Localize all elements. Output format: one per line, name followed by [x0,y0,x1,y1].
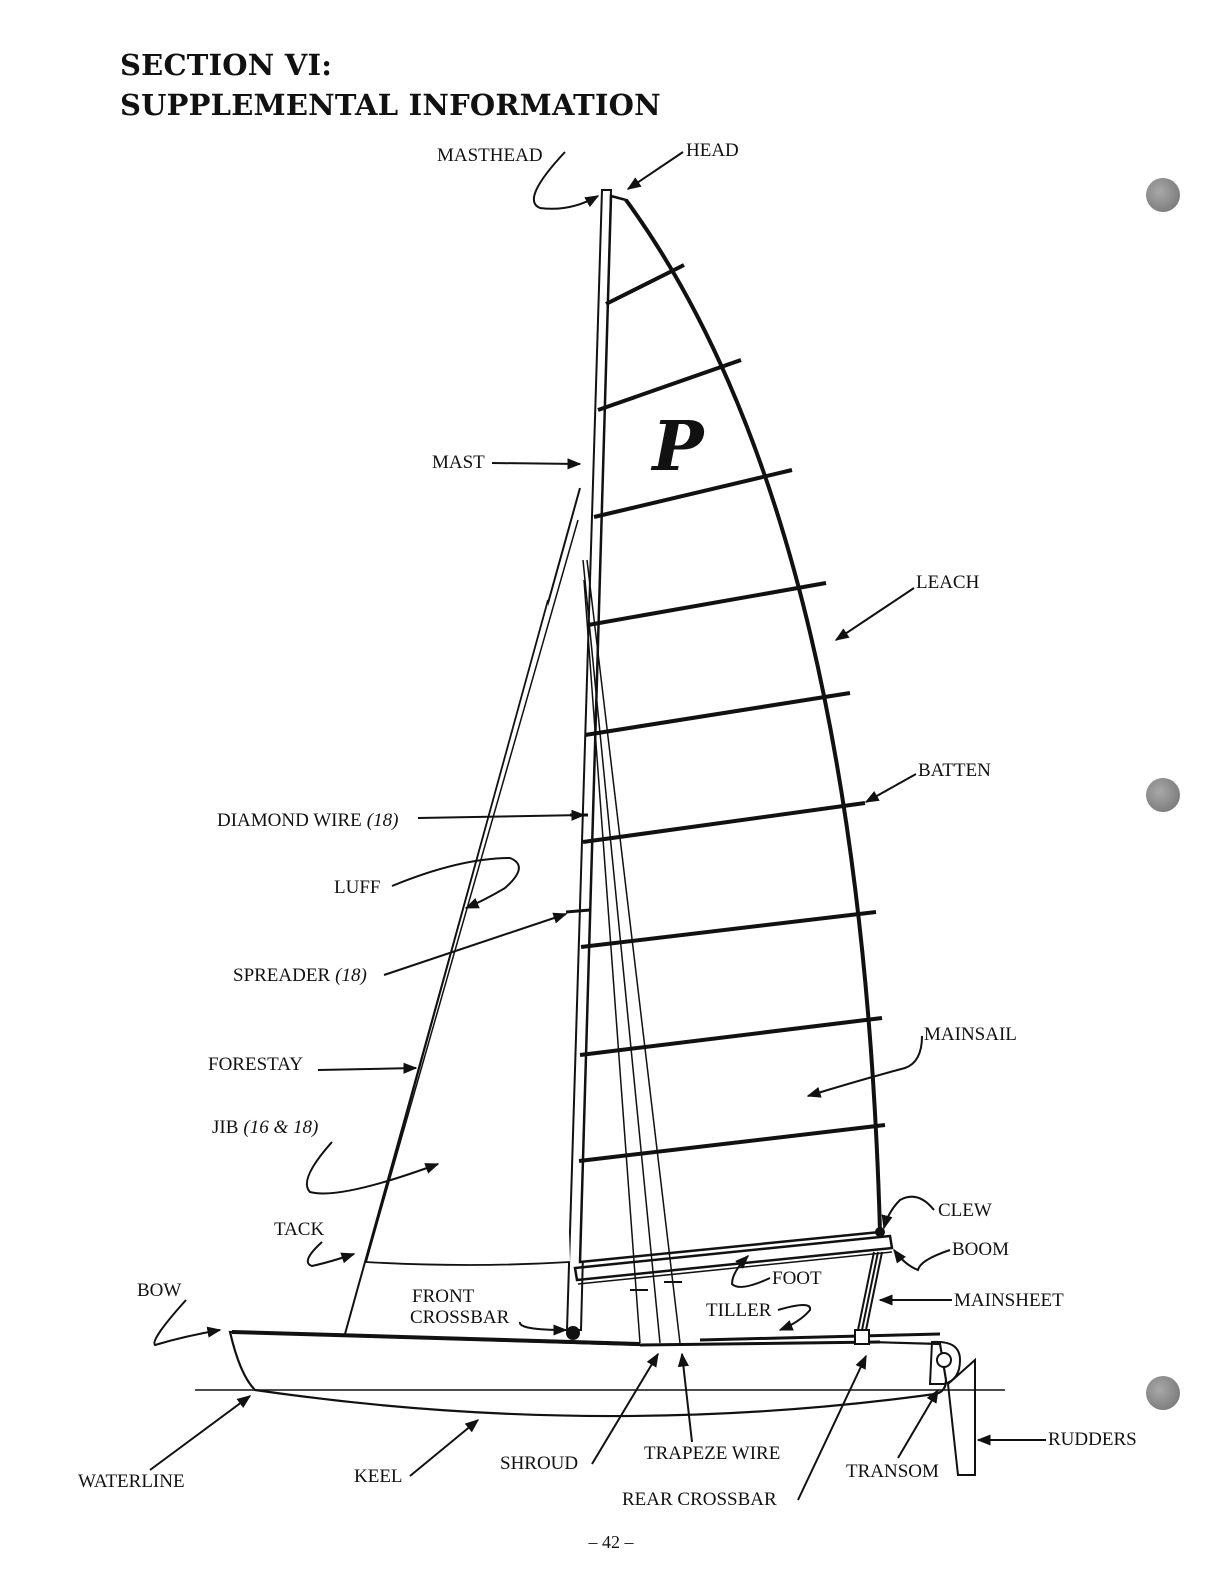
label-spreader: SPREADER(18) [233,965,367,986]
pointer-keel [410,1420,478,1476]
label-mainsheet: MAINSHEET [954,1290,1064,1311]
pointer-trapeze-wire [682,1354,692,1442]
label-rudders: RUDDERS [1048,1429,1137,1450]
mainsheet-line-3 [858,1252,874,1330]
mast-base [566,1326,580,1340]
deck-line-aft [640,1342,880,1345]
clew-point [875,1227,885,1237]
page-number: – 42 – [0,1532,1222,1553]
label-leach: LEACH [916,572,980,593]
pointer-front-crossbar [520,1322,566,1330]
pointer-bow [154,1300,220,1345]
label-tiller: TILLER [706,1300,772,1321]
label-foot: FOOT [772,1268,822,1289]
sail-logo: P [650,407,705,487]
pointer-mast [492,463,580,464]
label-front-crossbar-1: FRONT [412,1286,475,1307]
label-diamond-wire: DIAMOND WIRE(18) [217,810,398,831]
binder-hole-middle [1146,778,1180,812]
pointer-tiller [778,1305,810,1330]
mainsheet-line-2 [866,1252,882,1330]
pointer-tack [308,1242,354,1266]
tiller-block [855,1330,869,1344]
pointer-masthead [534,152,598,209]
label-transom: TRANSOM [846,1461,939,1482]
label-rear-crossbar: REAR CROSSBAR [622,1489,777,1510]
pointer-batten [866,774,916,802]
label-clew: CLEW [938,1200,992,1221]
label-batten: BATTEN [918,760,991,781]
label-luff: LUFF [334,877,380,898]
pointer-leach [836,588,914,640]
label-masthead: MASTHEAD [437,145,543,166]
pointer-forestay [318,1068,416,1070]
spreader-bar [566,910,590,912]
pointer-clew [884,1197,934,1228]
label-head: HEAD [686,140,739,161]
pointer-transom [898,1390,938,1458]
rudder-blade [948,1360,975,1475]
label-tack: TACK [274,1219,324,1240]
pointer-waterline [150,1396,250,1470]
tiller-bar [700,1334,940,1340]
label-waterline: WATERLINE [78,1471,185,1492]
pointer-boom [894,1250,950,1270]
hull [230,1332,946,1416]
label-bow: BOW [137,1280,181,1301]
label-mast: MAST [432,452,485,473]
label-keel: KEEL [354,1466,403,1487]
rudder-pivot [937,1353,951,1367]
label-shroud: SHROUD [500,1453,578,1474]
binder-hole-top [1146,178,1180,212]
label-jib: JIB(16 & 18) [212,1117,318,1138]
label-front-crossbar-2: CROSSBAR [410,1307,510,1328]
label-trapeze-wire: TRAPEZE WIRE [644,1443,780,1464]
mainsheet-line-1 [862,1252,878,1330]
pointer-head [628,152,683,189]
label-mainsail: MAINSAIL [924,1024,1017,1045]
jib-sail [366,600,570,1265]
binder-hole-bottom [1146,1376,1180,1410]
label-boom: BOOM [952,1239,1009,1260]
label-forestay: FORESTAY [208,1054,303,1075]
